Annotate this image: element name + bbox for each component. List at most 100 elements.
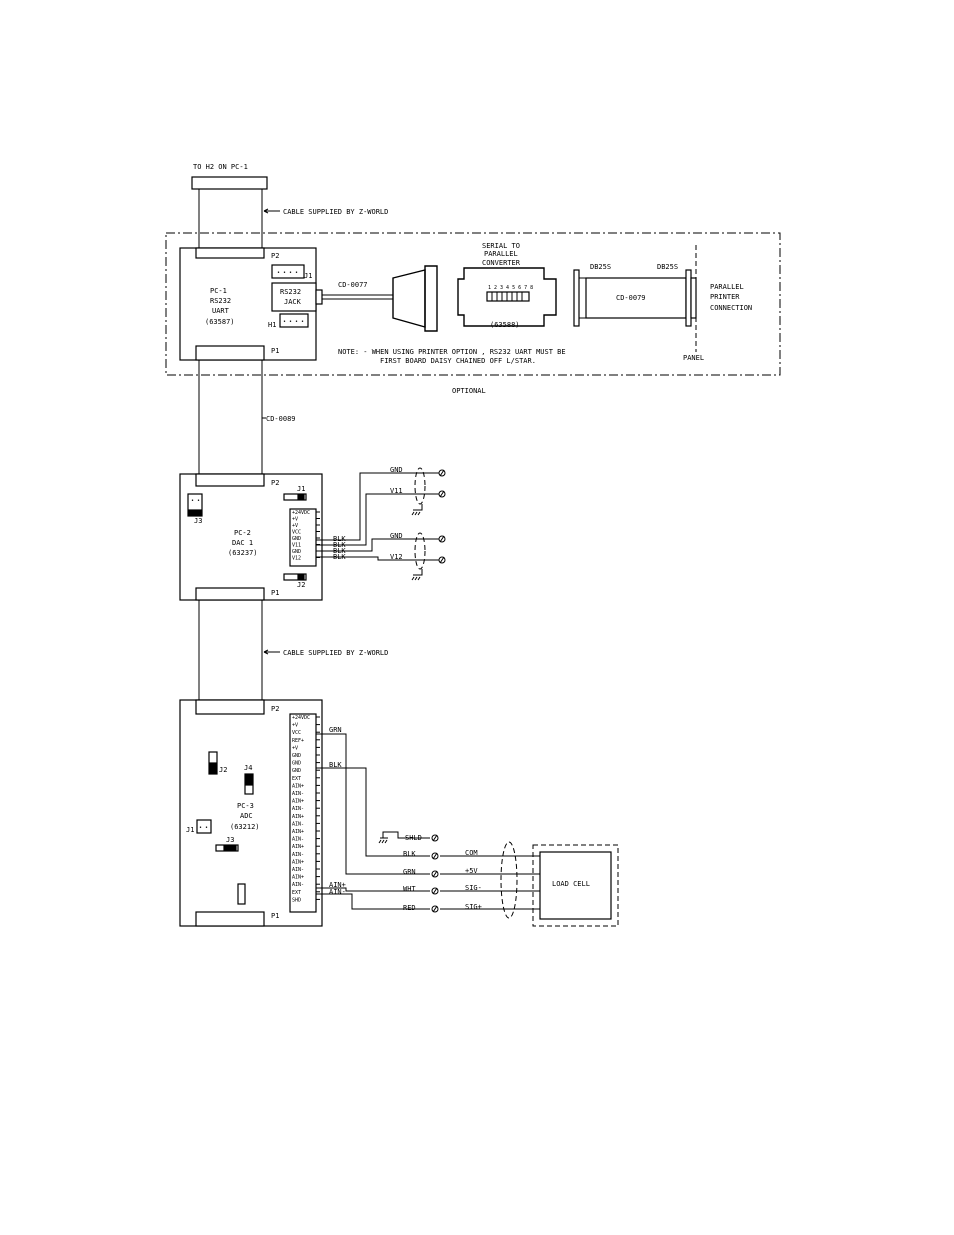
db25s-left-label: DB25S	[590, 263, 611, 271]
load-cell-terminal-slash	[432, 870, 438, 878]
pc3-pin-label: AIN+	[292, 829, 304, 835]
pc3-pin-label: GND	[292, 753, 301, 759]
pc3-misc-header	[237, 883, 246, 905]
pc3-board: P2 P1 PC-3 ADC (63212) J2 J4 • • J1 J3 +…	[179, 699, 323, 927]
svg-text:• • • •: • • • •	[277, 270, 298, 276]
note-line-2: FIRST BOARD DAISY CHAINED OFF L/STAR.	[380, 357, 536, 365]
pc3-wire-ain-plus: AIN+	[329, 881, 346, 889]
load-cell-terminal-slash	[432, 834, 438, 842]
pc2-wiring: BLK BLK BLK BLK GND V11 GND V12	[316, 466, 446, 581]
load-cell-enclosure	[532, 844, 619, 927]
load-cell-terminal-slash	[432, 887, 438, 895]
load-cell-signal-1: +5V	[465, 867, 478, 875]
pc1-p1-label: P1	[271, 347, 279, 355]
pc3-type: ADC	[240, 812, 253, 820]
db25s-right-label: DB25S	[657, 263, 678, 271]
pc2-out1-v: V11	[390, 487, 403, 495]
serial-parallel-converter: SERIAL TO PARALLEL CONVERTER 1 2 3 4 5 6…	[457, 242, 557, 329]
pc3-terminal-strip	[289, 713, 317, 913]
pc2-j3-label: J3	[194, 517, 202, 525]
pc3-j2-label: J2	[219, 766, 227, 774]
pc2-j2-header	[283, 573, 307, 581]
pc2-out2-gnd: GND	[390, 532, 403, 540]
pc3-part: (63212)	[230, 823, 260, 831]
pc1-rs232-jack	[271, 282, 317, 312]
dip-switch	[486, 291, 530, 302]
printer-label-1: PARALLEL	[710, 283, 744, 291]
pc3-pin-label: AIN-	[292, 852, 304, 858]
cable-cd0077: CD-0077	[315, 265, 438, 332]
pc1-h1-header	[279, 313, 309, 328]
pc1-p1-connector	[195, 345, 265, 361]
printer-label-3: CONNECTION	[710, 304, 752, 312]
dip-numbers: 1 2 3 4 5 6 7 8	[488, 285, 533, 291]
pc3-pin-label: +V	[292, 723, 298, 729]
pc2-pin-label: GND	[292, 536, 301, 542]
load-cell-terminal-slash	[432, 852, 438, 860]
pc3-pin-label: +24VDC	[292, 715, 310, 721]
cable-cd0089: CD-0089	[198, 360, 296, 474]
svg-text:• •: • •	[199, 825, 208, 831]
pc2-j1-header	[283, 493, 307, 501]
pc3-pin-label: REF+	[292, 738, 304, 744]
pc3-j3-label: J3	[226, 836, 234, 844]
pc3-pin-label: AIN+	[292, 783, 304, 789]
pc3-wire-ain-minus: AIN-	[329, 888, 346, 896]
pc2-wire-2: BLK	[333, 541, 346, 549]
pc3-p2-label: P2	[271, 705, 279, 713]
pc2-pin-label: +V	[292, 517, 298, 523]
pc1-jack-line1: RS232	[280, 288, 301, 296]
pc2-name: PC-2	[234, 529, 251, 537]
cable-supplied-label-1: CABLE SUPPLIED BY Z-WORLD	[283, 208, 388, 216]
pc2-pin-label: +24VDC	[292, 510, 310, 516]
pc3-pin-label: AIN-	[292, 867, 304, 873]
cd0089-label: CD-0089	[266, 415, 296, 423]
pc3-pin-label: AIN+	[292, 859, 304, 865]
pc2-pin-label: +V	[292, 523, 298, 529]
pc1-jack-line2: JACK	[284, 298, 302, 306]
pc2-wire-3: BLK	[333, 547, 346, 555]
pc3-pin-labels: +24VDC+VVCCREF++VGNDGNDGNDEXTAIN+AIN-AIN…	[292, 715, 320, 903]
cable-supplied-label-2: CABLE SUPPLIED BY Z-WORLD	[283, 649, 388, 657]
converter-part: (63588)	[490, 321, 520, 329]
pc2-p1-label: P1	[271, 589, 279, 597]
pc3-pin-label: GND	[292, 761, 301, 767]
pc3-pin-label: EXT	[292, 890, 301, 896]
pc2-p1-connector	[195, 587, 265, 601]
pc3-j4-label: J4	[244, 764, 252, 772]
pc2-j2-label: J2	[297, 581, 305, 589]
pc3-pin-label: AIN-	[292, 806, 304, 812]
converter-title-1: SERIAL TO	[482, 242, 520, 250]
pc2-shield-2	[414, 532, 426, 570]
pc1-part: (63587)	[205, 318, 235, 326]
pc1-board: P2 P1 PC-1 RS232 UART (63587) • • • • J1…	[179, 247, 317, 361]
pc3-pin-label: EXT	[292, 776, 301, 782]
load-cell-shield	[500, 841, 518, 919]
pc2-p2-connector	[195, 473, 265, 487]
svg-text:• • • •: • • • •	[283, 319, 304, 325]
pc3-pin-label: SHD	[292, 897, 301, 903]
pc1-h1-label: H1	[268, 321, 276, 329]
pc3-pin-label: AIN+	[292, 799, 304, 805]
db9-plug	[392, 269, 426, 328]
load-cell: LOAD CELL	[532, 844, 619, 927]
load-cell-terminal-slash	[432, 905, 438, 913]
pc2-wire-1: BLK	[333, 535, 346, 543]
pc3-p1-label: P1	[271, 912, 279, 920]
load-cell-signal-0: COM	[465, 849, 478, 857]
cable-pc2-pc3: CABLE SUPPLIED BY Z-WORLD	[198, 600, 388, 700]
note-line-1: NOTE: - WHEN USING PRINTER OPTION , RS23…	[338, 348, 566, 356]
pc1-j1-header	[271, 264, 305, 279]
pc3-pin-label: AIN+	[292, 814, 304, 820]
pc3-pin-label: VCC	[292, 730, 301, 736]
pc3-pin-label: AIN-	[292, 837, 304, 843]
pc2-pin-label: GND	[292, 549, 301, 555]
pc3-pin-label: +V	[292, 745, 298, 751]
pc2-part: (63237)	[228, 549, 258, 557]
pc2-type: DAC 1	[232, 539, 253, 547]
pc2-j1-label: J1	[297, 485, 305, 493]
printer-label-2: PRINTER	[710, 293, 740, 301]
top-cable-label: TO H2 ON PC-1	[193, 163, 248, 171]
load-cell-signal-3: SIG+	[465, 903, 482, 911]
